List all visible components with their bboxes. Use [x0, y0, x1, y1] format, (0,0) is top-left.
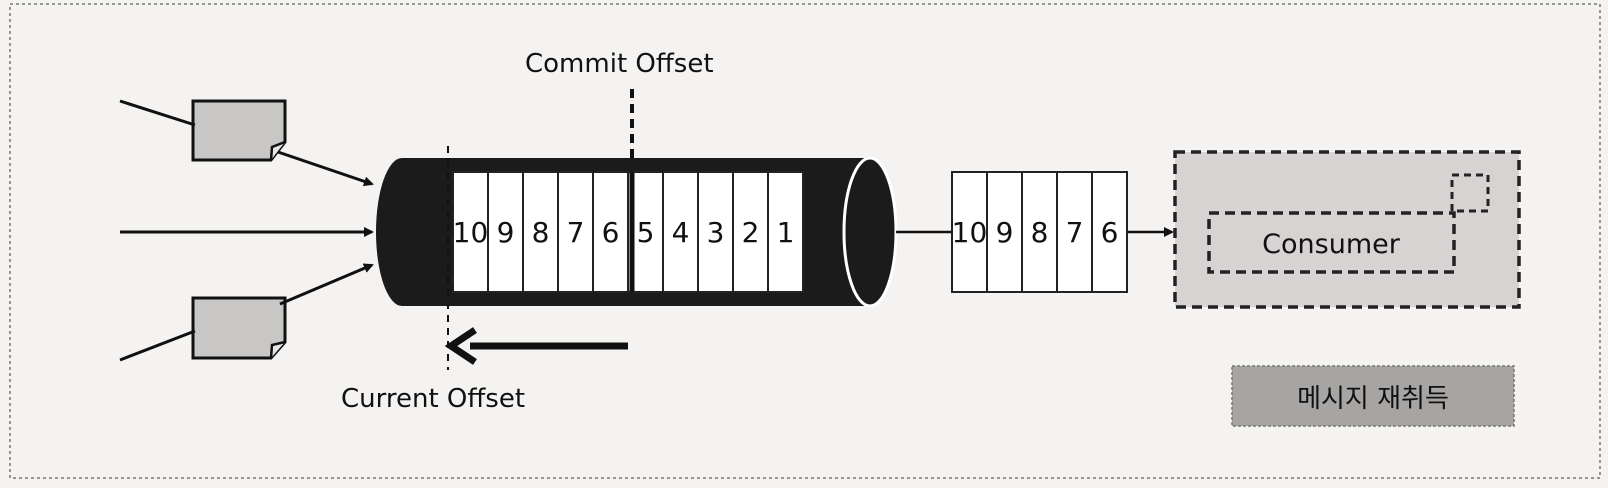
log-cell-box	[522, 171, 559, 293]
output-cell-box	[951, 171, 988, 293]
refetch-badge	[1231, 365, 1515, 427]
log-cell-box	[592, 171, 629, 293]
producer-line-top	[119, 99, 196, 127]
producer-arrow-bottom	[279, 263, 374, 306]
outer-frame	[9, 3, 1601, 479]
output-cell-label: 8	[1031, 216, 1049, 249]
producer-document-bottom	[191, 296, 287, 360]
consumer-label: Consumer	[1262, 229, 1401, 260]
consumer-small-box	[1450, 173, 1490, 213]
producer-line-bottom	[119, 329, 196, 362]
log-cell-box	[697, 171, 734, 293]
log-cell-box	[732, 171, 769, 293]
log-cell-box	[487, 171, 524, 293]
log-cell-label: 5	[637, 216, 655, 249]
current-offset-arrow-head	[444, 327, 477, 365]
log-cell-label: 2	[742, 216, 760, 249]
producer-document-top	[191, 99, 287, 162]
output-cell-box	[986, 171, 1023, 293]
log-cell-label: 3	[707, 216, 725, 249]
log-cell-box	[767, 171, 804, 293]
output-cell-box	[1091, 171, 1128, 293]
output-cell-label: 6	[1101, 216, 1119, 249]
log-cell-box	[557, 171, 594, 293]
output-cell-label: 7	[1066, 216, 1084, 249]
output-cell-label: 9	[996, 216, 1014, 249]
log-cell-box	[662, 171, 699, 293]
log-cell-label: 8	[532, 216, 550, 249]
consumer-group-box	[1173, 150, 1521, 309]
commit-offset-label: Commit Offset	[525, 49, 714, 79]
log-cell-label: 6	[602, 216, 620, 249]
consumer-box	[1207, 211, 1456, 274]
log-cell-label: 1	[777, 216, 795, 249]
log-cell-label: 10	[453, 216, 489, 249]
output-cell-label: 10	[952, 216, 988, 249]
refetch-badge-label: 메시지 재취득	[1297, 384, 1449, 414]
log-cell-label: 4	[672, 216, 690, 249]
log-cell-label: 9	[497, 216, 515, 249]
log-cell-label: 7	[567, 216, 585, 249]
current-offset-label: Current Offset	[341, 384, 525, 414]
producer-arrow-top	[277, 150, 374, 187]
